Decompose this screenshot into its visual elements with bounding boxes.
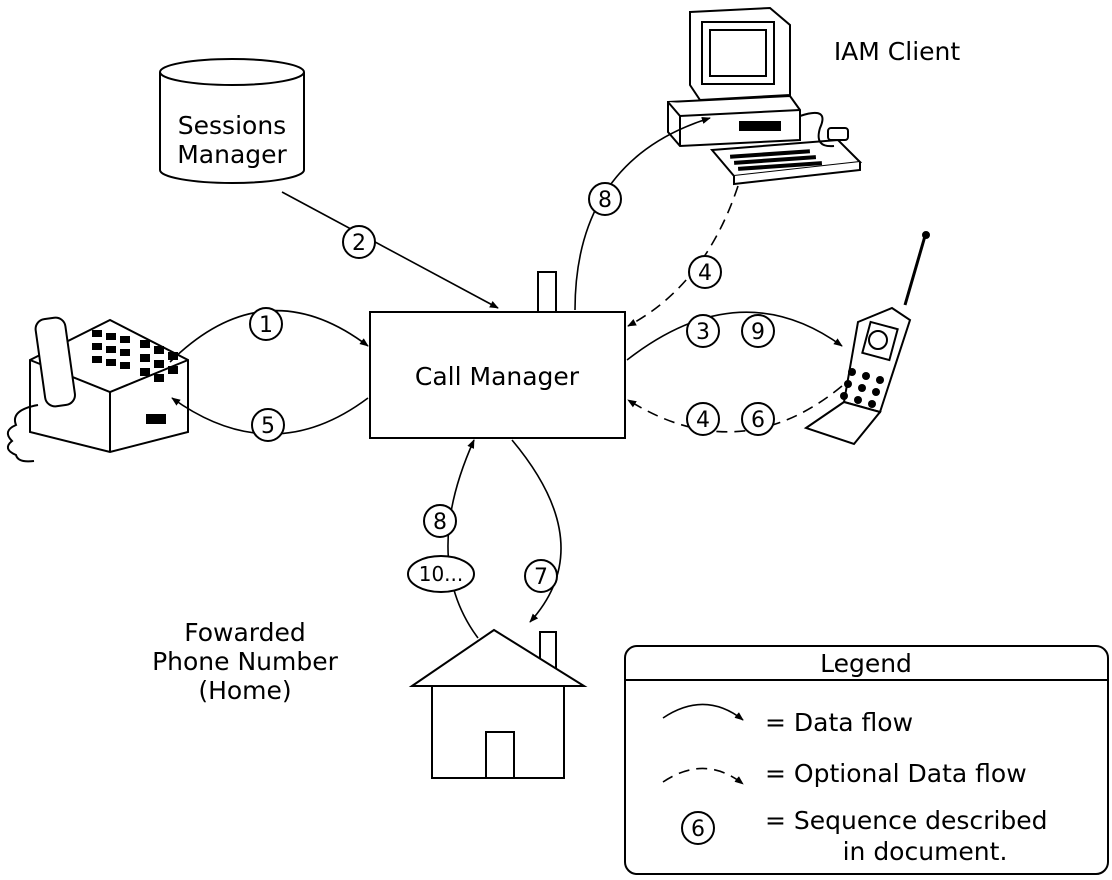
svg-text:6: 6: [751, 408, 765, 433]
svg-text:1: 1: [259, 313, 273, 338]
svg-text:2: 2: [352, 231, 366, 256]
svg-text:10...: 10...: [419, 562, 464, 586]
sessions-manager-label-line1: Sessions: [178, 111, 286, 140]
desk-phone-icon: [6, 316, 189, 463]
svg-text:7: 7: [534, 565, 548, 590]
svg-text:4: 4: [696, 408, 710, 433]
call-manager-node: Call Manager: [369, 311, 626, 439]
flow-7-arc: [511, 439, 562, 623]
database-cylinder-icon: [159, 58, 305, 184]
svg-text:3: 3: [696, 320, 710, 345]
flow-3-9-arc: [626, 311, 843, 361]
call-manager-label: Call Manager: [415, 362, 580, 391]
sequence-marker-8-computer: 8: [588, 182, 622, 216]
sequence-marker-4-mobile: 4: [686, 402, 720, 436]
sequence-marker-1: 1: [249, 307, 283, 341]
sequence-marker-7: 7: [524, 559, 558, 593]
house-icon: [408, 271, 588, 779]
sequence-marker-10: 10...: [407, 555, 475, 593]
sequence-marker-3: 3: [686, 314, 720, 348]
forwarded-number-label-line3: (Home): [198, 676, 291, 705]
iam-client-node: IAM Client: [667, 6, 961, 186]
legend-sequence-label-line1: = Sequence described: [765, 806, 1048, 835]
sequence-marker-5: 5: [251, 408, 285, 442]
flow-4-6-optional-arc: [627, 385, 843, 433]
svg-text:4: 4: [698, 261, 712, 286]
legend-sequence-symbol: 6: [681, 811, 715, 845]
legend: Legend = Data flow = Optional Data flow …: [624, 645, 1109, 875]
sequence-marker-9: 9: [741, 314, 775, 348]
legend-title: Legend: [820, 649, 912, 678]
sequence-marker-6: 6: [741, 402, 775, 436]
forwarded-number-label-line1: Fowarded: [184, 618, 306, 647]
legend-data-flow-symbol: [662, 703, 744, 721]
flow-8-10-arc: [447, 439, 479, 639]
legend-sequence-label-line2: in document.: [843, 837, 1008, 866]
svg-text:8: 8: [598, 188, 612, 213]
flow-2-line: [281, 191, 499, 309]
legend-optional-flow-symbol: [662, 767, 744, 785]
desktop-computer-icon: [667, 6, 863, 186]
forwarded-number-label-line2: Phone Number: [152, 647, 339, 676]
sequence-marker-4-computer: 4: [688, 255, 722, 289]
sequence-marker-2: 2: [342, 225, 376, 259]
flow-4-optional-arc: [627, 185, 739, 327]
sessions-manager-node: Sessions Manager: [159, 58, 305, 184]
sequence-markers: 1 2 5 8 4 3 9 4 6 8 10... 7: [249, 182, 775, 593]
legend-optional-flow-label: = Optional Data flow: [765, 759, 1027, 788]
svg-text:5: 5: [261, 414, 275, 439]
mobile-phone-icon: [803, 231, 930, 446]
svg-text:8: 8: [433, 510, 447, 535]
sequence-marker-8-home: 8: [423, 504, 457, 538]
sessions-manager-label-line2: Manager: [177, 140, 287, 169]
legend-data-flow-label: = Data flow: [765, 708, 913, 737]
flow-8-computer-arc: [574, 116, 711, 311]
forwarded-number-node: Fowarded Phone Number (Home): [152, 271, 588, 779]
svg-text:6: 6: [691, 817, 705, 842]
iam-client-label: IAM Client: [834, 37, 961, 66]
svg-text:9: 9: [751, 320, 765, 345]
